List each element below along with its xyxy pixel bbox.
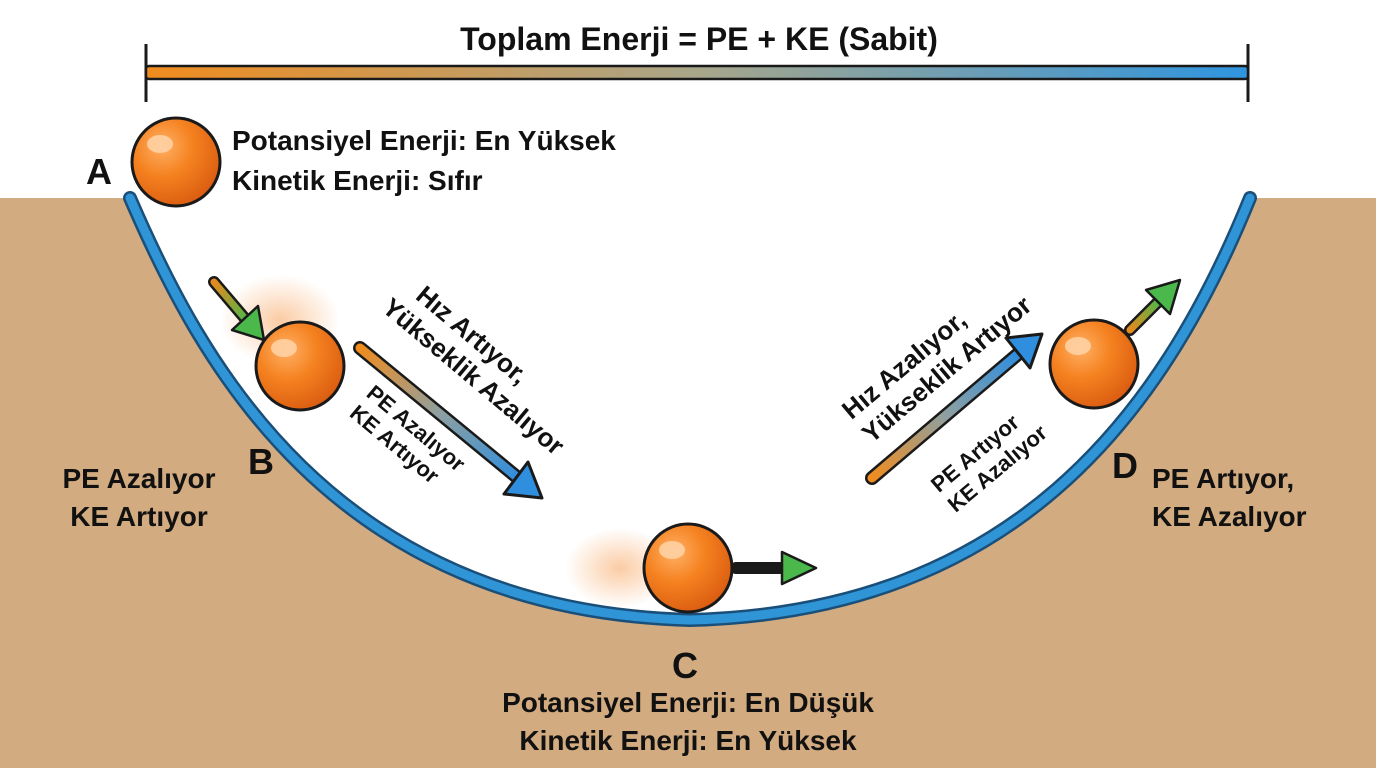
point-b-pe-text: PE Azalıyor (62, 463, 216, 494)
point-c-letter: C (672, 645, 698, 686)
ground (0, 198, 1376, 768)
track-inner (125, 193, 1255, 625)
point-d-ke-text: KE Azalıyor (1152, 501, 1307, 532)
velocity-arrow-c (730, 550, 818, 586)
velocity-arrow-d (1124, 278, 1182, 336)
point-b-letter: B (248, 441, 274, 482)
point-d-pe-text: PE Artıyor, (1152, 463, 1295, 494)
point-a-potential-text: Potansiyel Enerji: En Yüksek (232, 125, 616, 156)
ascent-energy-arrow (865, 332, 1044, 485)
point-b-ke-text: KE Artıyor (70, 501, 208, 532)
point-c-potential-text: Potansiyel Enerji: En Düşük (502, 687, 874, 718)
velocity-arrow-b (208, 276, 266, 342)
ball-a (130, 116, 222, 208)
ball-c (642, 522, 734, 614)
point-c-kinetic-text: Kinetik Enerji: En Yüksek (519, 725, 857, 756)
point-a-kinetic-text: Kinetik Enerji: Sıfır (232, 165, 483, 196)
valley-interior (130, 198, 1250, 620)
ball-d (1048, 318, 1140, 410)
total-energy-bar (144, 64, 1250, 81)
total-energy-title: Toplam Enerji = PE + KE (Sabit) (460, 21, 938, 57)
descent-energy-arrow (353, 341, 544, 500)
point-d-letter: D (1112, 445, 1138, 486)
point-a-letter: A (86, 151, 112, 192)
ball-b (254, 320, 346, 412)
